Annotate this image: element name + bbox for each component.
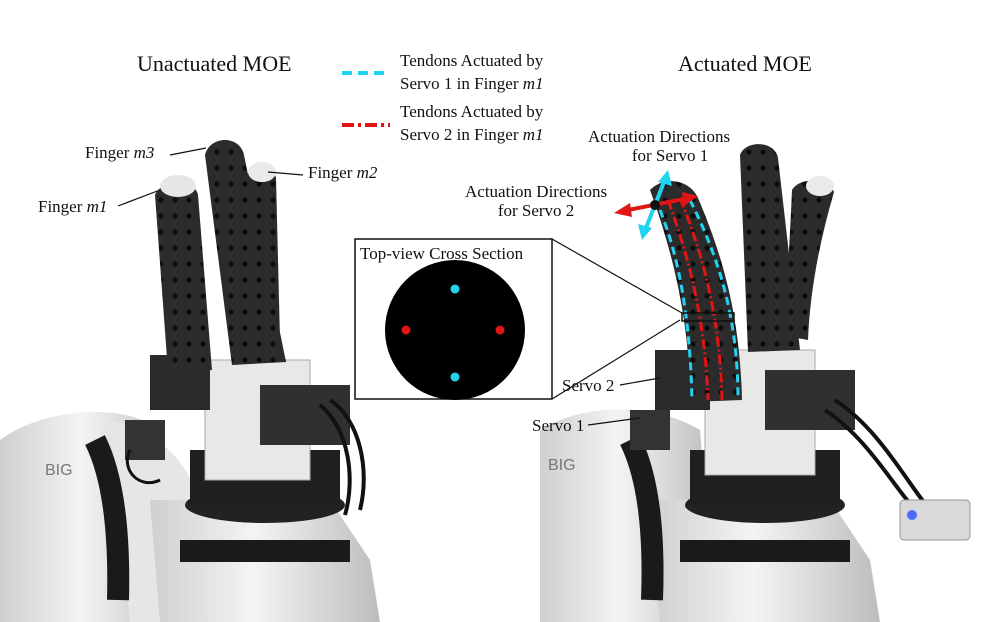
tendon-dot-servo2-left: [401, 325, 411, 335]
leader-servo2: [619, 377, 661, 386]
leader-m2: [267, 171, 304, 176]
inset-title: Top-view Cross Section: [360, 244, 524, 263]
label-finger-m2: Finger m2: [308, 163, 378, 182]
cross-section-circle: [385, 260, 525, 400]
left-robot-image: [0, 140, 380, 622]
right-robot-image: [540, 144, 971, 622]
legend-servo2-line2: Servo 2 in Finger m1: [400, 125, 544, 144]
tendon-servo2-right: [678, 197, 724, 401]
tendon-servo1-left: [658, 209, 694, 401]
actuation-arrows: [614, 170, 698, 240]
label-servo2: Servo 2: [562, 376, 615, 395]
label-servo1: Servo 1: [532, 416, 585, 435]
label-finger-m3: Finger m3: [85, 143, 155, 162]
legend-servo1-line1: Tendons Actuated by: [400, 51, 544, 70]
tendon-dot-servo1-top: [450, 284, 460, 294]
title-unactuated: Unactuated MOE: [137, 51, 292, 76]
title-actuated: Actuated MOE: [678, 51, 812, 76]
tendon-dot-servo2-right: [495, 325, 505, 335]
label-finger-m1: Finger m1: [38, 197, 108, 216]
leader-m1: [117, 189, 161, 207]
leader-m3: [169, 147, 207, 156]
leader-servo1: [587, 417, 641, 426]
left-base-brand: BIG: [45, 462, 73, 479]
legend-servo1-line2: Servo 1 in Finger m1: [400, 74, 544, 93]
inset-leader-bottom: [551, 319, 681, 400]
inset-leader-top: [551, 238, 683, 314]
section-marker: [681, 312, 735, 322]
actuation-servo1-label: Actuation Directions for Servo 1: [588, 127, 731, 165]
right-base-brand: BIG: [548, 457, 576, 474]
legend-servo2-line1: Tendons Actuated by: [400, 102, 544, 121]
tendon-servo2-left: [666, 199, 710, 401]
actuation-pivot: [650, 200, 660, 210]
actuation-servo2-label: Actuation Directions for Servo 2: [465, 182, 608, 220]
cross-section-inset: [354, 238, 683, 400]
tendon-dot-servo1-bottom: [450, 372, 460, 382]
